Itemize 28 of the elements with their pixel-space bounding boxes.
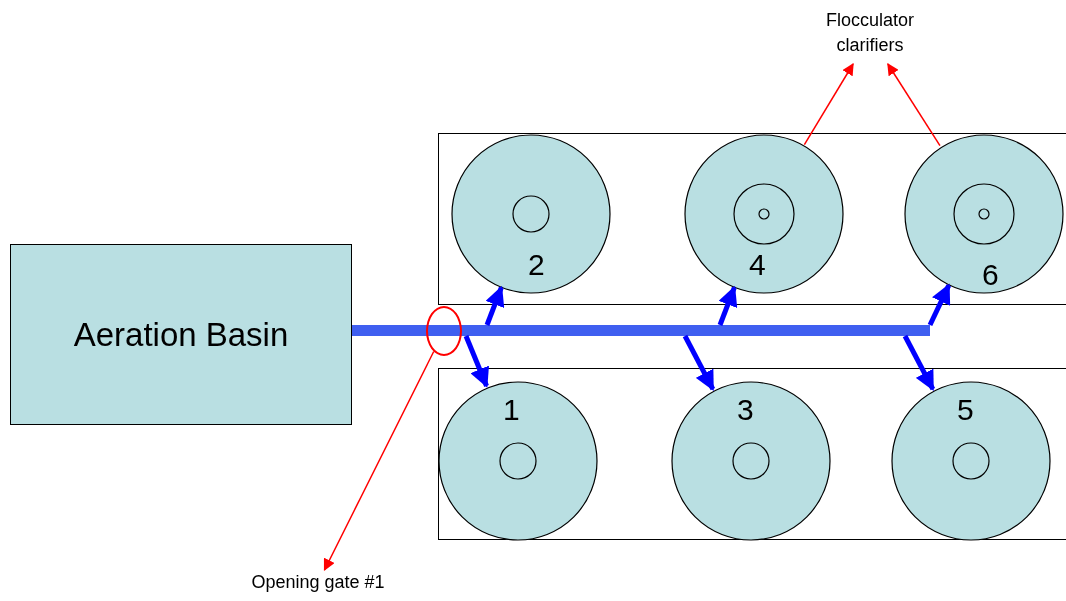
clarifier-tank <box>438 381 598 541</box>
tank-number: 6 <box>982 260 999 290</box>
tank-number: 2 <box>528 250 545 280</box>
flow-channel <box>352 325 930 336</box>
clarifier-tank <box>684 134 844 294</box>
tank-number: 1 <box>503 395 520 425</box>
gate-marker <box>426 306 462 356</box>
flow-arrow <box>902 334 936 391</box>
clarifier-tank <box>904 134 1064 294</box>
annotation-label: Flocculator clarifiers <box>825 9 915 58</box>
tank-number: 3 <box>737 395 754 425</box>
tank-row-outline <box>438 133 1066 305</box>
leader-arrow <box>887 63 941 147</box>
flow-arrow <box>717 285 738 326</box>
leader-arrow <box>323 350 435 572</box>
flow-arrow <box>682 334 716 391</box>
clarifier-tank <box>451 134 611 294</box>
flow-arrow <box>927 283 952 327</box>
tank-number: 5 <box>957 395 974 425</box>
basin-label: Aeration Basin <box>73 315 289 354</box>
leader-arrow <box>803 62 854 146</box>
aeration-basin <box>10 244 352 425</box>
annotation-label: Opening gate #1 <box>250 571 386 594</box>
flow-arrow <box>484 285 505 326</box>
tank-row-outline <box>438 368 1066 540</box>
tank-number: 4 <box>749 250 766 280</box>
clarifier-tank <box>671 381 831 541</box>
clarifier-tank <box>891 381 1051 541</box>
